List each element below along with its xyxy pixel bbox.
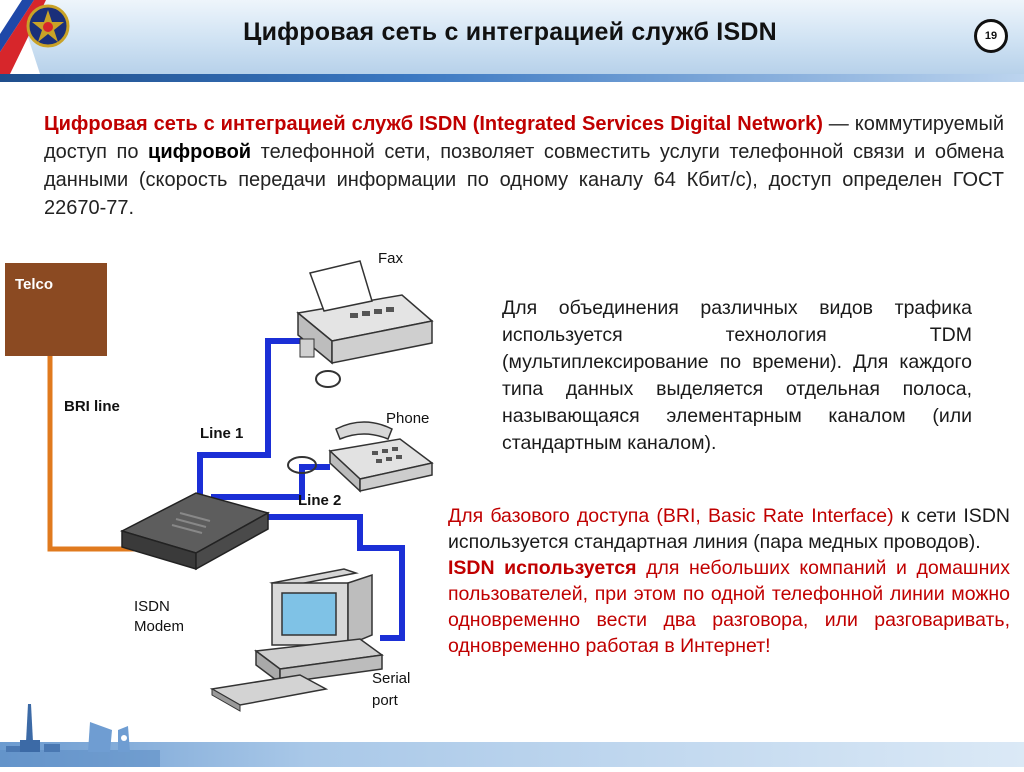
emblem [0,0,80,74]
bri-line-label: BRI line [64,398,120,415]
phone-label: Phone [386,410,429,427]
telco-label: Telco [15,276,53,293]
fax-label: Fax [378,250,404,267]
tdm-paragraph: Для объединения различных видов трафика … [502,295,972,457]
line2-label: Line 2 [298,492,341,509]
bri-paragraph: Для базового доступа (BRI, Basic Rate In… [448,503,1010,659]
line1-label: Line 1 [200,425,243,442]
header-bar: Цифровая сеть с интеграцией служб ISDN 1… [0,0,1024,74]
bri-red-intro: Для базового доступа (BRI, Basic Rate In… [448,505,894,527]
isdn-diagram: Telco BRI line Line 1 Line 2 Fax [0,243,452,743]
page-title: Цифровая сеть с интеграцией служб ISDN [180,18,840,47]
intro-dash: — [823,113,855,135]
intro-paragraph: Цифровая сеть с интеграцией служб ISDN (… [44,110,1004,222]
intro-term: Цифровая сеть с интеграцией служб ISDN (… [44,113,823,135]
intro-bold-word: цифровой [148,141,251,163]
modem-label-1: ISDN [134,598,170,615]
slide-number-badge: 19 [974,19,1008,53]
serial-label-1: Serial [372,670,410,687]
serial-label-2: port [372,692,399,709]
modem-label-2: Modem [134,618,184,635]
header-divider [0,74,1024,82]
city-skyline-graphic [0,700,160,767]
bri-bold-red: ISDN используется [448,557,637,579]
